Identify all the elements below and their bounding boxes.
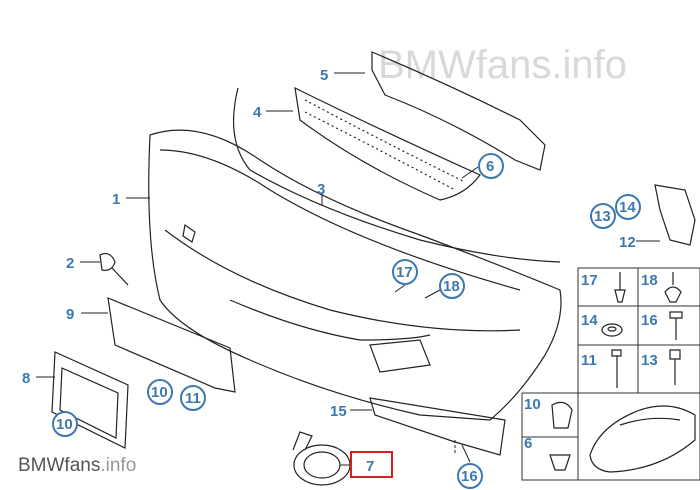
callout-12: 12 (619, 234, 636, 251)
car-outline-icon (589, 405, 696, 473)
callout-14: 14 (619, 199, 636, 216)
washer-icon (601, 323, 623, 337)
callout-8: 8 (22, 370, 30, 387)
watermark-top: BMWfans.info (378, 43, 627, 87)
callout-3: 3 (317, 181, 325, 198)
bolt-icon (669, 349, 681, 385)
callout-6: 6 (486, 158, 494, 175)
callout-15: 15 (330, 403, 347, 420)
callout-10b: 10 (56, 416, 73, 433)
trim-strip[interactable] (233, 87, 561, 263)
highlight-box (350, 451, 393, 478)
fog-light-ring[interactable] (292, 431, 351, 486)
callout-10a: 10 (151, 384, 168, 401)
grille[interactable] (294, 86, 481, 201)
screw-icon (611, 349, 622, 388)
air-duct[interactable] (654, 184, 696, 246)
license-plate-holder[interactable] (51, 351, 129, 449)
panel-16: 16 (641, 312, 658, 329)
screw-washer-icon (669, 311, 683, 340)
bumper-cover[interactable] (148, 129, 562, 421)
callout-13: 13 (594, 208, 611, 225)
callout-18: 18 (443, 278, 460, 295)
watermark-bottom: BMWfans.info (18, 455, 136, 476)
panel-17: 17 (581, 272, 598, 289)
fastener-panel: 17 18 14 16 11 13 10 6 (521, 267, 700, 481)
callout-7[interactable]: 7 (366, 458, 374, 475)
panel-11: 11 (581, 352, 597, 369)
leader-lines (36, 72, 660, 466)
callout-4: 4 (253, 104, 262, 121)
grommet-icon (549, 454, 571, 471)
callout-17: 17 (396, 264, 413, 281)
callout-1: 1 (112, 191, 120, 208)
tow-hook-cover[interactable] (99, 252, 129, 286)
panel-14: 14 (581, 312, 598, 329)
expansion-rivet-icon (664, 272, 682, 303)
bracket[interactable] (371, 51, 546, 171)
clip-nut-icon (551, 401, 573, 429)
callout-5: 5 (320, 67, 328, 84)
panel-18: 18 (641, 272, 658, 289)
callout-9: 9 (66, 306, 74, 323)
callout-11: 11 (185, 390, 201, 407)
panel-6: 6 (524, 435, 532, 452)
license-bracket[interactable] (107, 297, 236, 393)
spoiler[interactable] (369, 397, 506, 456)
rivet-icon (614, 272, 626, 303)
panel-10: 10 (524, 396, 541, 413)
panel-13: 13 (641, 352, 658, 369)
circled-callouts: 6 10 10 11 13 14 16 17 18 (52, 153, 641, 489)
callout-2: 2 (66, 255, 74, 272)
callout-16: 16 (461, 468, 478, 485)
